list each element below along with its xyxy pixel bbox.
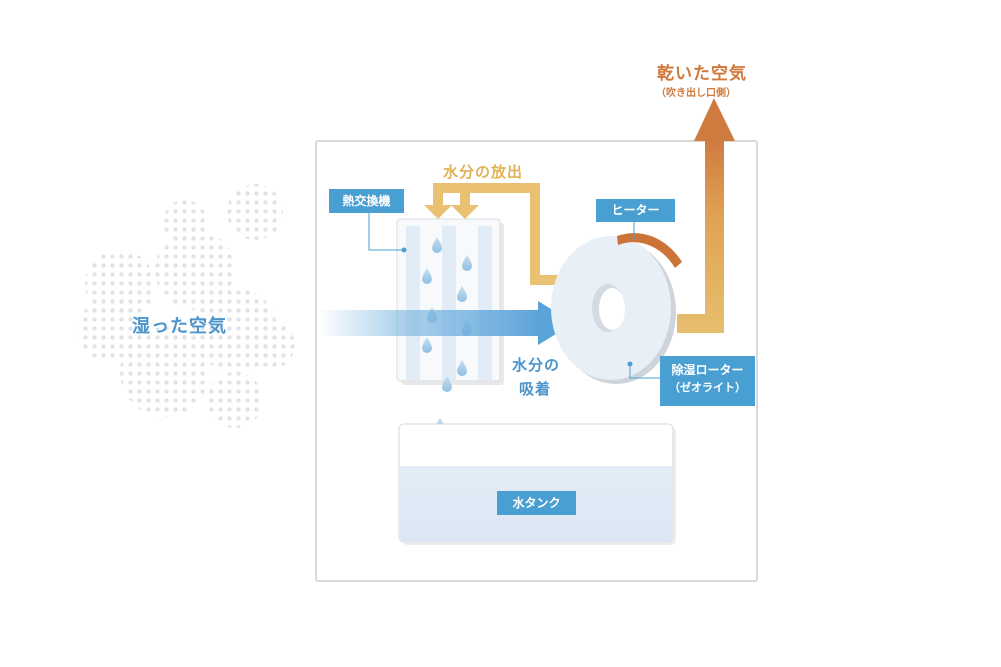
water-adsorption-label-line2: 吸着: [519, 380, 552, 398]
heater-element: [617, 233, 682, 268]
dry-air-label: 乾いた空気: [657, 64, 747, 84]
heat-exchanger: [396, 218, 504, 385]
dehumidifying-rotor: [551, 236, 676, 384]
water-release-label: 水分の放出: [443, 163, 524, 181]
water-adsorption-label-line1: 水分の: [512, 356, 561, 374]
dry-air-outlet: [677, 98, 735, 333]
heat-exchanger-tag: 熱交換機: [329, 189, 404, 213]
dry-air-sublabel: （吹き出し口側）: [656, 88, 736, 99]
leader-lines: [368, 213, 660, 379]
humid-air-label: 湿った空気: [132, 316, 227, 337]
heater-tag: ヒーター: [596, 199, 675, 222]
rotor-tag-line1: 除湿ローター: [671, 363, 744, 377]
water-tank-tag: 水タンク: [497, 491, 576, 515]
water-tank: [398, 423, 676, 545]
water-release-path: [424, 183, 590, 285]
rotor-tag: 除湿ローター （ゼオライト）: [660, 356, 755, 406]
humid-air-cloud: [78, 184, 295, 428]
rotor-tag-line2: （ゼオライト）: [669, 381, 746, 394]
